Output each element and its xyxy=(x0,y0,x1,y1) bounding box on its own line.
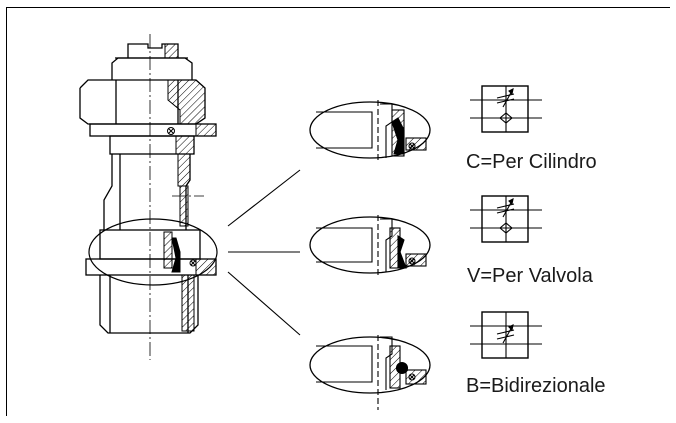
symbol-valve xyxy=(470,195,542,243)
center-line xyxy=(149,34,204,360)
label-cylinder: C=Per Cilindro xyxy=(466,151,597,173)
symbol-cylinder xyxy=(470,85,542,133)
label-bidirectional: B=Bidirezionale xyxy=(466,375,606,397)
symbol-bidirectional xyxy=(470,311,542,359)
fitting-section-hatching xyxy=(163,43,217,332)
label-valve: V=Per Valvola xyxy=(467,265,593,287)
detail-view-v xyxy=(309,215,431,275)
detail-view-c xyxy=(309,100,431,160)
detail-highlight-ellipse xyxy=(88,218,218,286)
drawing-frame xyxy=(6,7,670,416)
detail-view-b xyxy=(309,335,431,410)
leader-lines xyxy=(227,169,301,336)
main-seal xyxy=(167,127,197,273)
